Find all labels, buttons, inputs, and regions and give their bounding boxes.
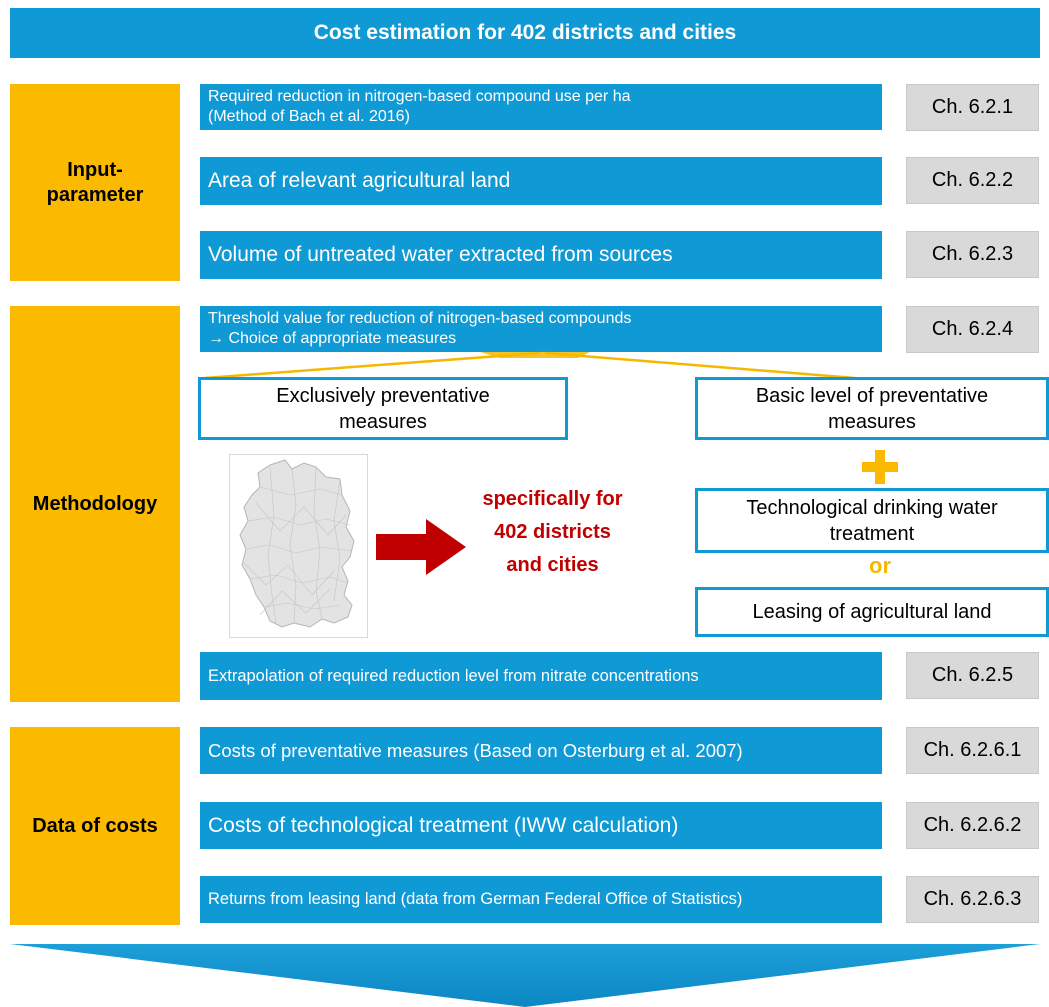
or-label: or — [869, 553, 891, 578]
cost-row-preventative: Costs of preventative measures (Based on… — [200, 727, 882, 774]
input-row-reduction-line1: Required reduction in nitrogen-based com… — [208, 88, 631, 105]
exclusively-preventative-box: Exclusively preventative measures — [198, 377, 568, 440]
threshold-row: Threshold value for reduction of nitroge… — [200, 306, 882, 352]
germany-districts-map — [229, 454, 368, 638]
germany-map-icon — [239, 459, 355, 628]
threshold-line1: Threshold value for reduction of nitroge… — [208, 310, 632, 327]
technological-treatment-box: Technological drinking water treatment — [695, 488, 1049, 553]
chapter-6-2-4: Ch. 6.2.4 — [906, 306, 1039, 353]
chapter-6-2-1: Ch. 6.2.1 — [906, 84, 1039, 131]
chapter-6-2-3: Ch. 6.2.3 — [906, 231, 1039, 278]
diagram-title: Cost estimation for 402 districts and ci… — [10, 8, 1040, 58]
plus-icon — [862, 450, 898, 484]
input-row-area: Area of relevant agricultural land — [200, 157, 882, 205]
chapter-6-2-6-2: Ch. 6.2.6.2 — [906, 802, 1039, 849]
section-methodology: Methodology — [10, 306, 180, 702]
extrapolation-row: Extrapolation of required reduction leve… — [200, 652, 882, 700]
chapter-6-2-2: Ch. 6.2.2 — [906, 157, 1039, 204]
section-data-of-costs: Data of costs — [10, 727, 180, 925]
input-row-reduction-line2: (Method of Bach et al. 2016) — [208, 108, 410, 125]
threshold-line2: → Choice of appropriate measures — [208, 330, 457, 347]
right-arrow-icon — [376, 519, 466, 575]
chapter-6-2-5: Ch. 6.2.5 — [906, 652, 1039, 699]
chapter-6-2-6-1: Ch. 6.2.6.1 — [906, 727, 1039, 774]
basic-preventative-box: Basic level of preventative measures — [695, 377, 1049, 440]
input-row-reduction: Required reduction in nitrogen-based com… — [200, 84, 882, 130]
cost-row-leasing: Returns from leasing land (data from Ger… — [200, 876, 882, 923]
leasing-land-box: Leasing of agricultural land — [695, 587, 1049, 637]
section-input-parameter: Input- parameter — [10, 84, 180, 281]
specifically-label: specifically for 402 districts and citie… — [482, 488, 623, 576]
down-chevron-arrow — [10, 944, 1040, 1007]
cost-row-technological: Costs of technological treatment (IWW ca… — [200, 802, 882, 849]
chapter-6-2-6-3: Ch. 6.2.6.3 — [906, 876, 1039, 923]
input-row-volume: Volume of untreated water extracted from… — [200, 231, 882, 279]
